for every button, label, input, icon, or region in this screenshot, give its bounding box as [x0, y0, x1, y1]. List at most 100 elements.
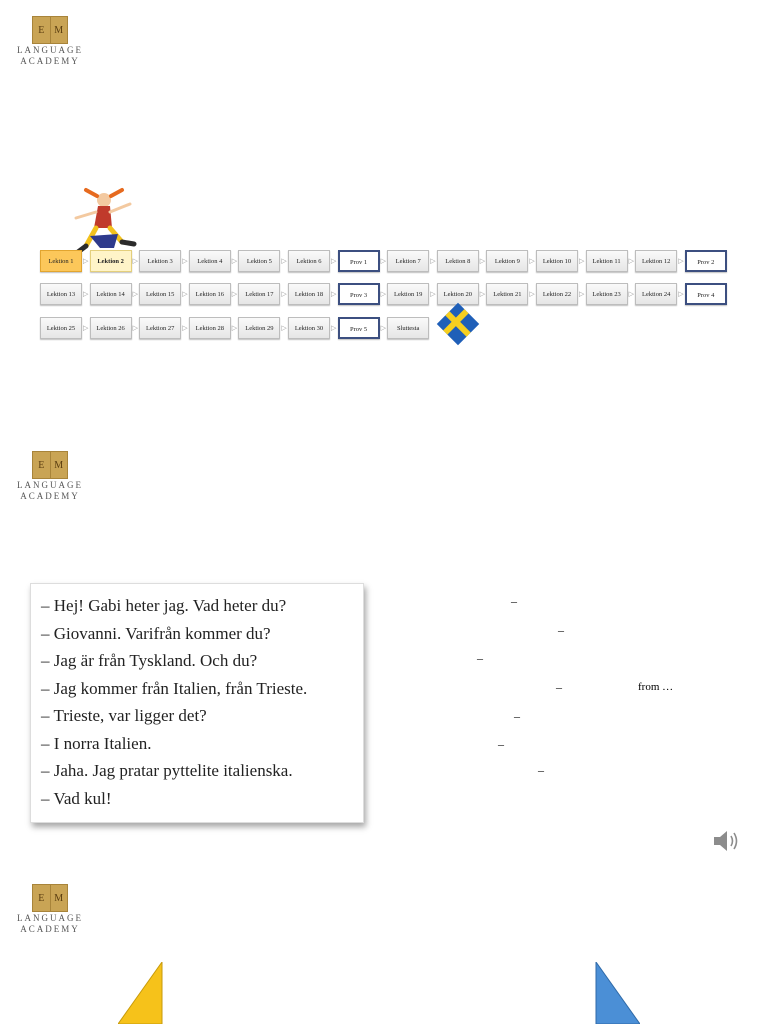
book-logo-icon: E M	[32, 16, 68, 44]
dialogue-line: – Vad kul!	[41, 788, 112, 808]
next-slide-icon[interactable]	[592, 962, 640, 1024]
roadmap-node[interactable]: Lektion 13	[40, 283, 82, 305]
translation-dash: –	[538, 763, 544, 777]
roadmap-node[interactable]: Lektion 9	[486, 250, 529, 272]
roadmap-node[interactable]: Prov 5	[337, 317, 380, 339]
translation-dash: –	[558, 623, 564, 637]
roadmap-node[interactable]: Prov 1	[337, 250, 380, 272]
roadmap-arrow-icon: ▷	[331, 257, 337, 265]
roadmap-arrow-icon: ▷	[678, 290, 684, 298]
roadmap-node[interactable]: Lektion 7	[387, 250, 430, 272]
roadmap-arrow-icon: ▷	[380, 324, 386, 332]
roadmap-arrow-icon: ▷	[579, 257, 585, 265]
roadmap-arrow-icon: ▷	[479, 257, 486, 265]
logo-line2: ACADEMY	[20, 924, 80, 934]
roadmap-node[interactable]: Lektion 23	[585, 283, 628, 305]
roadmap-node[interactable]: Lektion 16	[188, 283, 231, 305]
roadmap-node[interactable]: Lektion 10	[536, 250, 578, 272]
roadmap-node[interactable]: Lektion 27	[139, 317, 182, 339]
roadmap-node[interactable]: Lektion 28	[188, 317, 231, 339]
translation-note: from …	[638, 681, 674, 693]
speaker-icon[interactable]	[712, 828, 740, 854]
roadmap-arrow-icon: ▷	[83, 257, 89, 265]
roadmap-arrow-icon: ▷	[529, 257, 535, 265]
roadmap-arrow-icon: ▷	[231, 324, 238, 332]
roadmap-node[interactable]: Lektion 8	[436, 250, 479, 272]
dialogue-line: – Hej! Gabi heter jag. Vad heter du?	[41, 596, 287, 615]
roadmap-arrow-icon: ▷	[281, 257, 287, 265]
roadmap-node[interactable]: Lektion 18	[288, 283, 330, 305]
roadmap-node[interactable]: Lektion 11	[585, 250, 628, 272]
roadmap-arrow-icon: ▷	[83, 324, 89, 332]
academy-logo: E M LANGUAGE ACADEMY	[6, 884, 94, 934]
roadmap-arrow-icon: ▷	[182, 324, 188, 332]
roadmap-node[interactable]: Lektion 14	[89, 283, 132, 305]
roadmap-node[interactable]: Lektion 24	[635, 283, 678, 305]
roadmap-node[interactable]: Prov 3	[337, 283, 380, 305]
roadmap-arrow-icon: ▷	[380, 257, 386, 265]
roadmap-arrow-icon: ▷	[281, 324, 287, 332]
roadmap-node[interactable]: Lektion 4	[188, 250, 231, 272]
academy-logo: E M LANGUAGE ACADEMY	[6, 451, 94, 501]
dialogue-box: – Hej! Gabi heter jag. Vad heter du? – G…	[30, 583, 364, 823]
dialogue-line: – Jag kommer från Italien, från Trieste.	[41, 678, 308, 698]
dialogue-line: – Jaha. Jag pratar pyttelite italienska.	[41, 761, 293, 780]
roadmap-node[interactable]: Sluttesta	[387, 317, 430, 339]
roadmap-node[interactable]: Lektion 21	[486, 283, 529, 305]
roadmap-arrow-icon: ▷	[479, 290, 486, 298]
roadmap-arrow-icon: ▷	[430, 290, 436, 298]
logo-line2: ACADEMY	[20, 491, 80, 501]
roadmap-node[interactable]: Lektion 30	[288, 317, 330, 339]
pippi-figure-icon	[74, 188, 137, 255]
roadmap-arrow-icon: ▷	[678, 257, 684, 265]
dialogue-line: – Jag är från Tyskland. Och du?	[41, 651, 258, 670]
roadmap-arrow-icon: ▷	[231, 257, 238, 265]
roadmap-node[interactable]: Lektion 26	[89, 317, 132, 339]
roadmap-arrow-icon: ▷	[430, 257, 436, 265]
translation-dash: –	[556, 680, 562, 694]
roadmap-arrow-icon: ▷	[628, 290, 634, 298]
roadmap-arrow-icon: ▷	[331, 324, 337, 332]
sweden-flag-icon	[436, 302, 480, 346]
roadmap-node[interactable]: Lektion 5	[238, 250, 281, 272]
roadmap-arrow-icon: ▷	[579, 290, 585, 298]
roadmap-arrow-icon: ▷	[182, 257, 188, 265]
roadmap-arrow-icon: ▷	[83, 290, 89, 298]
dialogue-line: – Trieste, var ligger det?	[41, 706, 207, 725]
roadmap-node[interactable]: Lektion 3	[139, 250, 182, 272]
roadmap-node[interactable]: Prov 4	[684, 283, 727, 305]
book-logo-icon: E M	[32, 451, 68, 479]
book-logo-icon: E M	[32, 884, 68, 912]
translation-dash: –	[514, 709, 520, 723]
roadmap-arrow-icon: ▷	[281, 290, 287, 298]
roadmap-node[interactable]: Lektion 12	[635, 250, 678, 272]
roadmap-arrow-icon: ▷	[182, 290, 188, 298]
roadmap-arrow-icon: ▷	[331, 290, 337, 298]
roadmap-arrow-icon: ▷	[628, 257, 634, 265]
translation-dash: –	[498, 737, 504, 751]
dialogue-line: – Giovanni. Varifrån kommer du?	[41, 623, 271, 643]
logo-line2: ACADEMY	[20, 56, 80, 66]
logo-line1: LANGUAGE	[17, 913, 83, 923]
roadmap-arrow-icon: ▷	[380, 290, 386, 298]
previous-slide-icon[interactable]	[118, 962, 166, 1024]
logo-line1: LANGUAGE	[17, 45, 83, 55]
roadmap-node[interactable]: Lektion 15	[139, 283, 182, 305]
roadmap-node[interactable]: Lektion 17	[238, 283, 281, 305]
translation-dash: –	[477, 651, 483, 665]
roadmap-arrow-icon: ▷	[132, 324, 138, 332]
roadmap-node[interactable]: Lektion 22	[536, 283, 578, 305]
roadmap-node[interactable]: Lektion 1	[40, 250, 82, 272]
roadmap-node[interactable]: Lektion 25	[40, 317, 82, 339]
roadmap-arrow-icon: ▷	[231, 290, 238, 298]
roadmap-node[interactable]: Lektion 2	[89, 250, 132, 272]
roadmap-node[interactable]: Lektion 19	[387, 283, 430, 305]
roadmap-arrow-icon: ▷	[132, 257, 138, 265]
academy-logo: E M LANGUAGE ACADEMY	[6, 16, 94, 66]
roadmap-node[interactable]: Prov 2	[684, 250, 727, 272]
roadmap-arrow-icon: ▷	[132, 290, 138, 298]
roadmap-node[interactable]: Lektion 6	[288, 250, 330, 272]
dialogue-line: – I norra Italien.	[41, 733, 152, 753]
translation-dash: –	[511, 594, 517, 608]
roadmap-node[interactable]: Lektion 29	[238, 317, 281, 339]
